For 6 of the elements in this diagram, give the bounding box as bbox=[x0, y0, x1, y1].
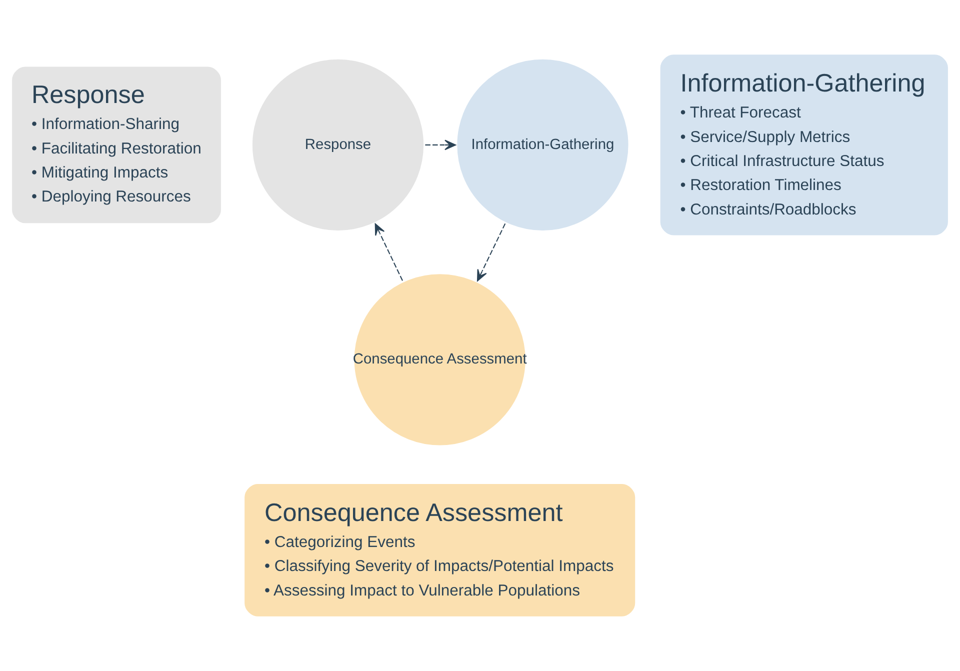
arrow bbox=[425, 140, 456, 150]
node-box: Consequence Assessment • Categorizing Events • Classifying Severity of Impacts/Potential Impacts • Assessing Impact to Vulnerable Populations bbox=[244, 484, 636, 616]
node-box: Information-Gathering • Threat Forecast • Service/Supply Metrics • Critical Infrastructure Status • Restoration Timelines • Constraints/Roadblocks bbox=[660, 54, 948, 236]
arrow bbox=[374, 223, 403, 281]
arrow bbox=[476, 223, 506, 282]
node-box: Response • Information-Sharing • Facilitating Restoration • Mitigating Impacts • Deploying Resources bbox=[12, 66, 221, 224]
